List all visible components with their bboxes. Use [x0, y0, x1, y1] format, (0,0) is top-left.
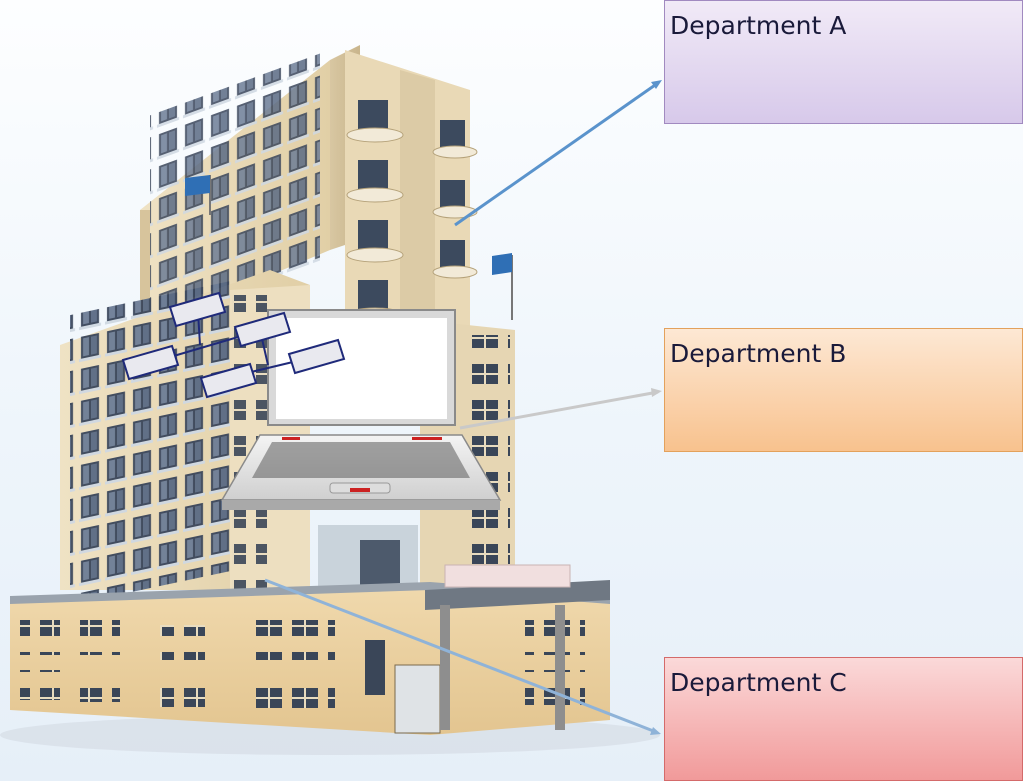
department-c-label: Department C [670, 668, 847, 697]
department-c-box: Department C [664, 657, 1023, 781]
department-a-label: Department A [670, 11, 847, 40]
network-nodes [121, 291, 346, 399]
department-b-box: Department B [664, 328, 1023, 452]
ground-floor [10, 564, 610, 735]
department-b-label: Department B [670, 339, 847, 368]
connector-arrows [264, 80, 662, 735]
department-a-box: Department A [664, 0, 1023, 124]
laptop-icon [220, 309, 502, 510]
back-tower [140, 45, 513, 330]
